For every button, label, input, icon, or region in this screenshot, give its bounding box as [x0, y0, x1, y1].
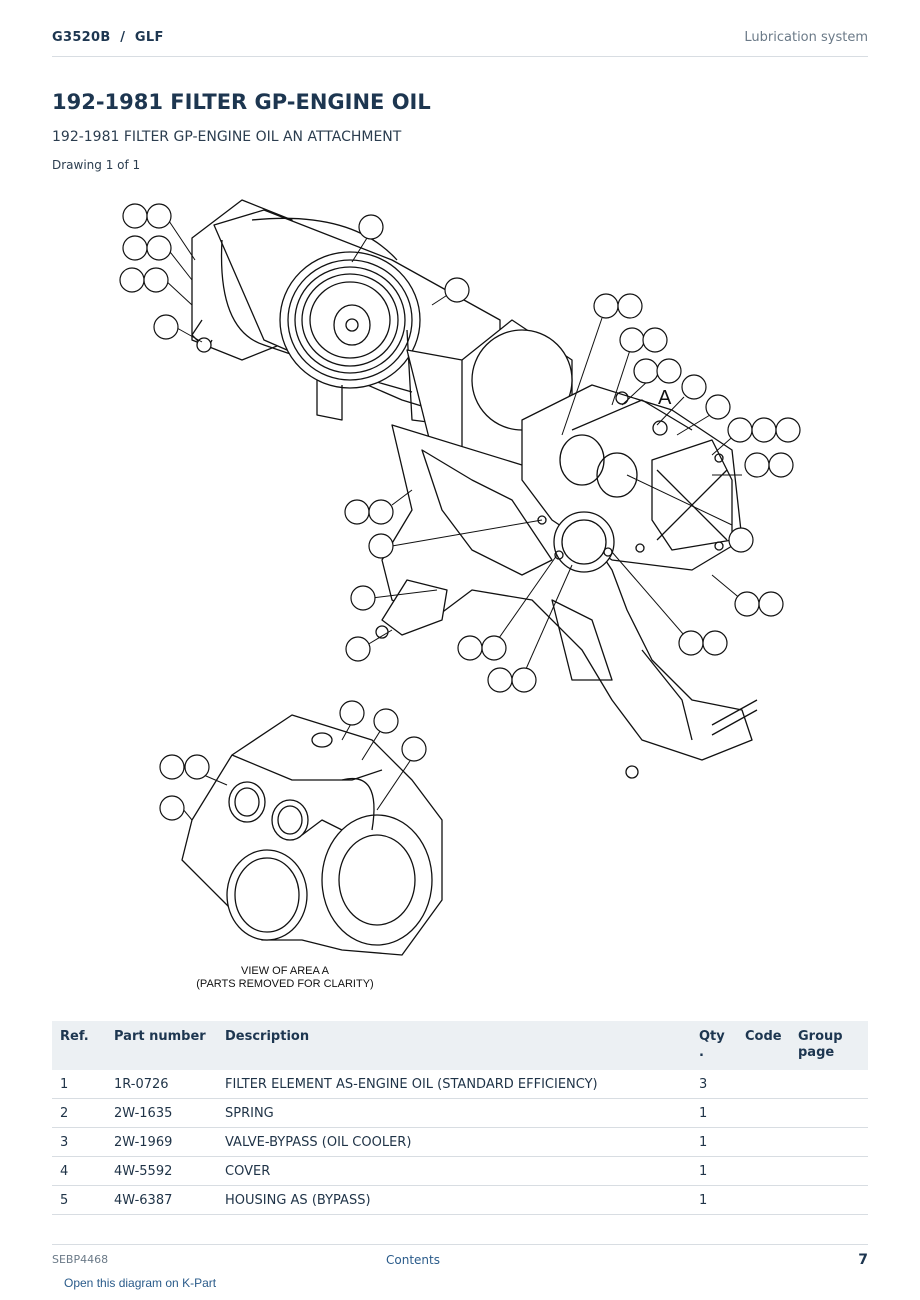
page-footer: SEBP4468 Contents 7 [52, 1244, 868, 1275]
bracket-drawing [375, 424, 758, 779]
cell-description: VALVE-BYPASS (OIL COOLER) [217, 1127, 691, 1157]
cell-part-number: 4W-6387 [106, 1185, 217, 1215]
cell-part-number: 2W-1969 [106, 1127, 217, 1157]
filter-canister-drawing [191, 199, 573, 481]
cell-part-number: 2W-1635 [106, 1098, 217, 1128]
parts-diagram: A [119, 199, 801, 956]
cell-code [737, 1070, 790, 1099]
cell-description: COVER [217, 1156, 691, 1186]
cell-group-page [790, 1127, 868, 1157]
col-group-page: Group page [790, 1021, 868, 1070]
kpart-link[interactable]: Open this diagram on K-Part [64, 1276, 217, 1290]
contents-link[interactable]: Contents [386, 1253, 440, 1267]
cell-qty: 1 [691, 1185, 737, 1215]
cell-group-page [790, 1185, 868, 1215]
drawing-count: Drawing 1 of 1 [52, 158, 141, 172]
cell-description: SPRING [217, 1098, 691, 1128]
cell-description: HOUSING AS (BYPASS) [217, 1185, 691, 1215]
page-header: G3520B / GLF Lubrication system [52, 28, 868, 57]
cell-group-page [790, 1070, 868, 1099]
page-number: 7 [858, 1252, 868, 1268]
cell-code [737, 1127, 790, 1157]
table-row: 4 4W-5592 COVER 1 [52, 1156, 868, 1186]
page-title: 192-1981 FILTER GP-ENGINE OIL [52, 90, 431, 114]
cell-ref: 2 [52, 1098, 106, 1128]
cell-description: FILTER ELEMENT AS-ENGINE OIL (STANDARD E… [217, 1070, 691, 1099]
document-id: SEBP4468 [52, 1253, 109, 1266]
cell-qty: 1 [691, 1127, 737, 1157]
cell-ref: 4 [52, 1156, 106, 1186]
area-a-inset-drawing [181, 714, 443, 956]
cell-ref: 3 [52, 1127, 106, 1157]
cell-qty: 1 [691, 1098, 737, 1128]
cell-code [737, 1098, 790, 1128]
table-row: 3 2W-1969 VALVE-BYPASS (OIL COOLER) 1 [52, 1127, 868, 1157]
cell-ref: 5 [52, 1185, 106, 1215]
section-label: Lubrication system [744, 30, 868, 45]
cell-code [737, 1156, 790, 1186]
page-subtitle: 192-1981 FILTER GP-ENGINE OIL AN ATTACHM… [52, 129, 402, 145]
col-code: Code [737, 1021, 790, 1070]
cell-group-page [790, 1098, 868, 1128]
cell-ref: 1 [52, 1070, 106, 1099]
col-description: Description [217, 1021, 691, 1070]
col-part-number: Part number [106, 1021, 217, 1070]
area-a-label: A [658, 387, 672, 409]
table-header-row: Ref. Part number Description Qty . Code … [52, 1021, 868, 1070]
parts-table: Ref. Part number Description Qty . Code … [52, 1021, 868, 1215]
diagram-caption: VIEW OF AREA A (PARTS REMOVED FOR CLARIT… [185, 965, 385, 991]
cell-group-page [790, 1156, 868, 1186]
model-label: G3520B / GLF [52, 30, 164, 45]
leader-lines [164, 217, 743, 821]
table-row: 2 2W-1635 SPRING 1 [52, 1098, 868, 1128]
cell-qty: 3 [691, 1070, 737, 1099]
cell-code [737, 1185, 790, 1215]
col-ref: Ref. [52, 1021, 106, 1070]
cell-part-number: 1R-0726 [106, 1070, 217, 1099]
table-row: 1 1R-0726 FILTER ELEMENT AS-ENGINE OIL (… [52, 1070, 868, 1099]
cell-qty: 1 [691, 1156, 737, 1186]
caption-line-2: (PARTS REMOVED FOR CLARITY) [196, 978, 374, 990]
cell-part-number: 4W-5592 [106, 1156, 217, 1186]
caption-line-1: VIEW OF AREA A [240, 965, 330, 977]
col-qty: Qty . [691, 1021, 737, 1070]
callout-balloons [119, 203, 801, 821]
table-row: 5 4W-6387 HOUSING AS (BYPASS) 1 [52, 1185, 868, 1215]
